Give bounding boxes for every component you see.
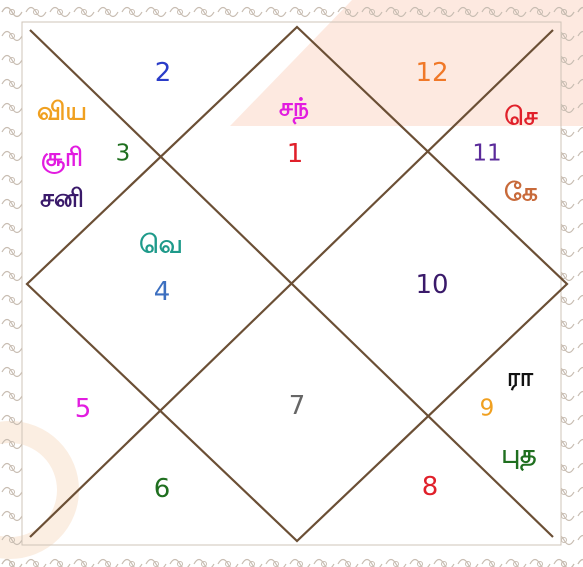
planet-budhan: புத xyxy=(502,442,537,467)
house-number-7: 7 xyxy=(289,393,306,419)
planet-sevvai: செ xyxy=(504,104,537,129)
house-number-3: 3 xyxy=(116,143,131,166)
house-number-2: 2 xyxy=(155,60,172,86)
planet-suriyan: சூரி xyxy=(41,145,83,170)
house-number-1: 1 xyxy=(287,141,304,167)
planet-velli: வெ xyxy=(139,232,182,257)
house-number-12: 12 xyxy=(415,60,448,86)
house-number-11: 11 xyxy=(472,143,501,166)
border-left xyxy=(0,0,22,567)
house-number-6: 6 xyxy=(154,476,171,502)
border-right xyxy=(561,0,583,567)
house-number-9: 9 xyxy=(480,398,495,421)
planet-viyazhan: விய xyxy=(37,99,87,124)
house-number-8: 8 xyxy=(422,474,439,500)
house-number-5: 5 xyxy=(75,396,92,422)
border-bottom xyxy=(0,545,583,567)
planet-kethu: கே xyxy=(504,180,538,205)
border-top xyxy=(0,0,583,22)
house-number-4: 4 xyxy=(154,279,171,305)
house-number-10: 10 xyxy=(415,272,448,298)
planet-chandra: சந் xyxy=(279,95,309,120)
planet-sani: சனி xyxy=(40,186,84,211)
planet-ragu: ரா xyxy=(507,365,533,390)
